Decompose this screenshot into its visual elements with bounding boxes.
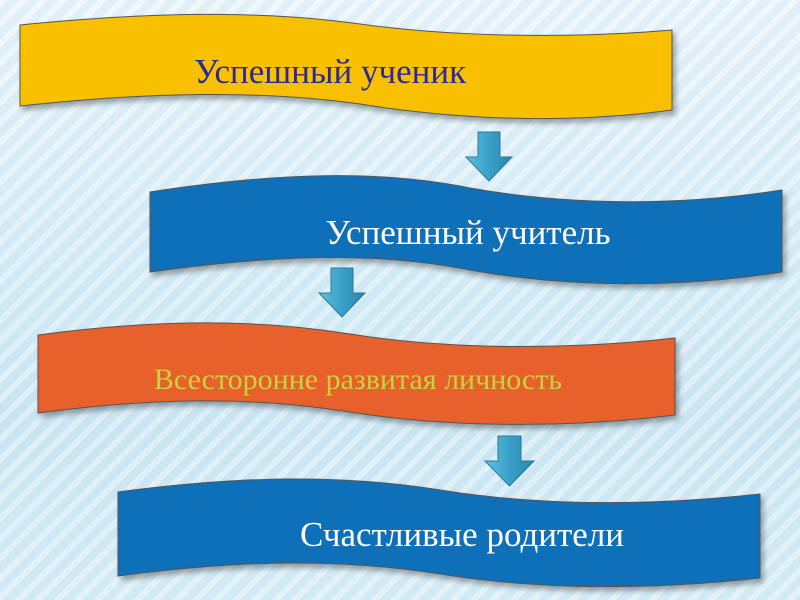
banner-step-1: Успешный ученик [19,13,673,120]
banner-shape-2 [149,175,783,285]
banner-label-1: Успешный ученик [194,52,467,91]
arrow-shape-3 [483,435,536,487]
banner-label-4: Счастливые родители [300,515,624,554]
arrow-shape-2 [317,267,367,318]
banner-step-4: Счастливые родители [117,478,761,588]
banner-step-2: Успешный учитель [149,175,783,285]
arrow-shape-1 [464,131,514,182]
banner-label-2: Успешный учитель [325,213,610,252]
banner-label-3: Всесторонне развитая личность [154,363,562,396]
banner-shape-3 [37,322,676,425]
banner-step-3: Всесторонне развитая личность [37,322,676,425]
down-arrow-2-icon [317,267,367,318]
down-arrow-3-icon [483,435,536,487]
down-arrow-1-icon [464,131,514,182]
banner-shape-4 [117,478,761,588]
banner-shape-1 [19,13,673,120]
